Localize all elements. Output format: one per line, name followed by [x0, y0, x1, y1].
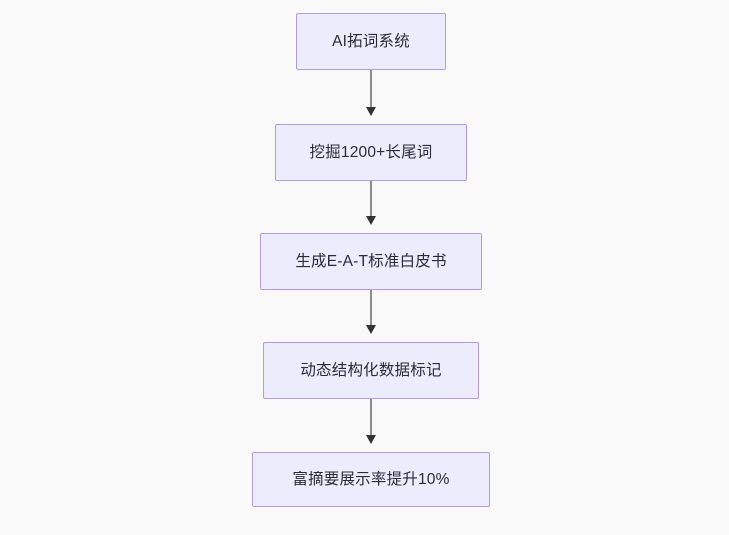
arrowhead-icon [366, 107, 376, 116]
arrowhead-icon [366, 435, 376, 444]
flow-node-rich-snippet-rate-increase[interactable]: 富摘要展示率提升10% [252, 452, 490, 507]
flow-node-ai-keyword-system[interactable]: AI拓词系统 [296, 13, 446, 70]
edge-line [370, 399, 372, 437]
flow-node-mine-longtail-keywords[interactable]: 挖掘1200+长尾词 [275, 124, 467, 181]
edge-node3-to-node4 [366, 290, 376, 334]
flow-node-label: 动态结构化数据标记 [300, 361, 442, 379]
flow-node-label: 富摘要展示率提升10% [292, 470, 450, 488]
edge-node2-to-node3 [366, 181, 376, 225]
edge-line [370, 290, 372, 327]
edge-line [370, 181, 372, 218]
edge-node1-to-node2 [366, 70, 376, 116]
edge-line [370, 70, 372, 109]
arrowhead-icon [366, 325, 376, 334]
flow-node-label: AI拓词系统 [332, 32, 410, 50]
flow-node-label: 挖掘1200+长尾词 [309, 143, 433, 161]
flow-node-dynamic-structured-data-markup[interactable]: 动态结构化数据标记 [263, 342, 479, 399]
arrowhead-icon [366, 216, 376, 225]
flow-node-label: 生成E-A-T标准白皮书 [295, 252, 447, 270]
flow-node-generate-eat-whitepaper[interactable]: 生成E-A-T标准白皮书 [260, 233, 482, 290]
edge-node4-to-node5 [366, 399, 376, 444]
